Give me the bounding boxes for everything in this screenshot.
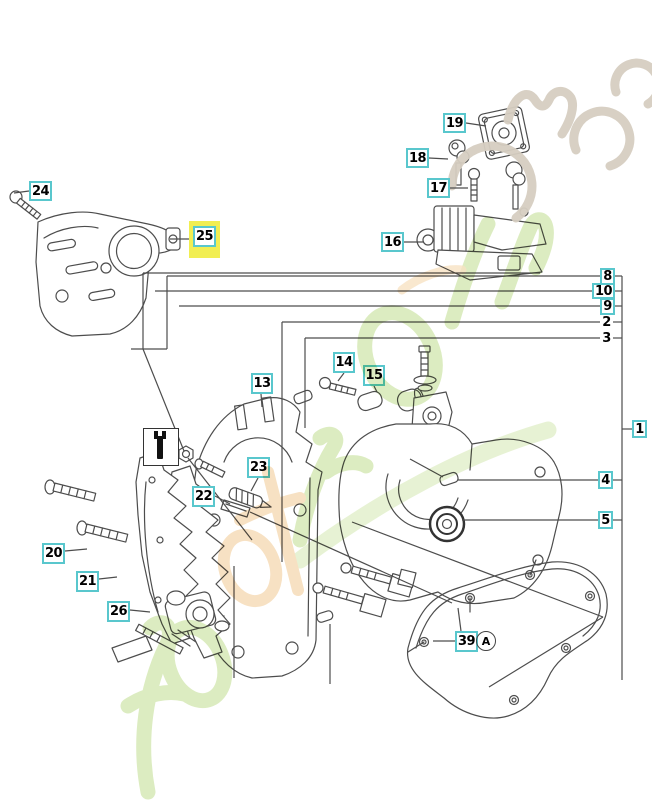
callout-10[interactable]: 10 <box>592 283 615 299</box>
watermark-tan-strokes <box>447 58 652 223</box>
callout-19[interactable]: 19 <box>443 113 466 133</box>
callout-22[interactable]: 22 <box>192 486 215 507</box>
part-25-side-plate <box>35 211 181 337</box>
callout-4[interactable]: 4 <box>598 471 613 489</box>
part-16-manifold <box>416 205 547 281</box>
callout-3[interactable]: 3 <box>602 330 611 346</box>
callout-9[interactable]: 9 <box>600 298 615 315</box>
part-valve-2 <box>505 161 526 210</box>
part-17-screw <box>467 167 481 202</box>
part-pin-a <box>293 389 313 405</box>
callout-18[interactable]: 18 <box>406 148 429 168</box>
callout-26[interactable]: 26 <box>107 601 130 622</box>
part-case-screws <box>312 562 417 623</box>
callout-16[interactable]: 16 <box>381 232 404 252</box>
detail-marker-a: A <box>476 631 496 651</box>
callout-17[interactable]: 17 <box>427 178 450 198</box>
callout-21[interactable]: 21 <box>76 571 99 592</box>
part-nut <box>178 445 194 463</box>
callout-14[interactable]: 14 <box>333 352 355 373</box>
part-14-screw <box>318 376 357 396</box>
part-5-bearing <box>428 505 466 543</box>
callout-25-highlight[interactable]: 25 <box>189 221 220 258</box>
callout-5[interactable]: 5 <box>598 511 613 529</box>
callout-25[interactable]: 25 <box>193 226 216 247</box>
callout-20[interactable]: 20 <box>42 543 65 564</box>
callout-23[interactable]: 23 <box>247 457 270 478</box>
callout-1[interactable]: 1 <box>632 420 647 438</box>
part-small-screw <box>194 458 226 478</box>
tool-symbol-box <box>143 428 179 466</box>
callout-39[interactable]: 39 <box>455 631 478 652</box>
callout-15[interactable]: 15 <box>363 365 385 386</box>
callout-2[interactable]: 2 <box>602 314 611 330</box>
part-dog-screws <box>44 479 129 543</box>
callout-24[interactable]: 24 <box>29 181 52 201</box>
wrench-icon <box>154 431 166 459</box>
callout-13[interactable]: 13 <box>251 373 273 394</box>
part-24-screw <box>9 190 42 220</box>
